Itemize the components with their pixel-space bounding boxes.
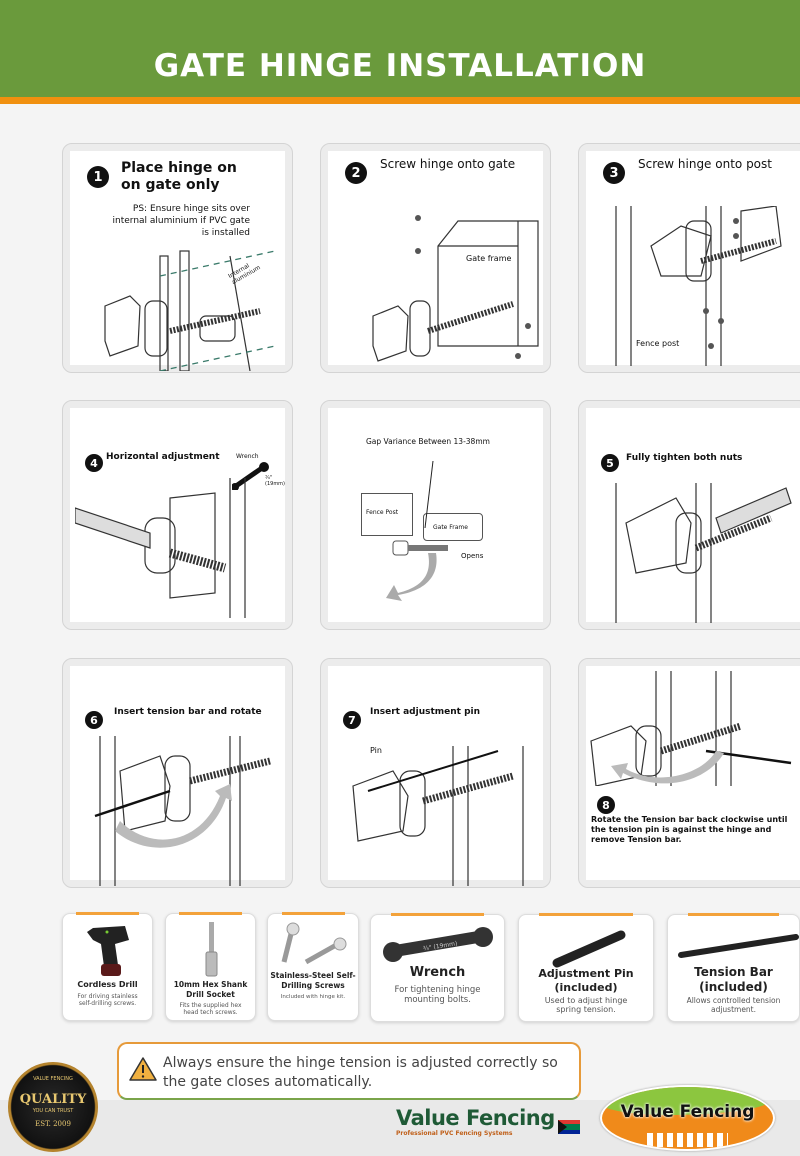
pin-label: Pin (370, 746, 382, 755)
gate-frame-label: Gate Frame (433, 524, 468, 531)
tool-name: Adjustment Pin (included) (538, 967, 634, 994)
hinge-illustration (372, 215, 539, 362)
hinge-illustration (615, 483, 792, 623)
header-banner: GATE HINGE INSTALLATION (0, 0, 800, 97)
step-title: Fully tighten both nuts (626, 453, 743, 463)
quality-badge: VALUE FENCING QUALITY YOU CAN TRUST EST.… (8, 1062, 98, 1152)
tool-name: Cordless Drill (77, 980, 138, 989)
hinge-illustration (75, 478, 246, 618)
tool-desc: For driving stainless self-drilling scre… (77, 993, 138, 1007)
opens-label: Opens (461, 552, 484, 560)
step-note: PS: Ensure hinge sits over internal alum… (112, 204, 250, 238)
wrench-size: ¾" (19mm) (265, 475, 286, 487)
hinge-illustration (590, 671, 792, 786)
gap-arrow-illustration (386, 460, 448, 601)
tool-card-wrench: ¾" (19mm) Wrench For tightening hinge mo… (370, 913, 505, 1022)
value-fencing-oval-logo: Value Fencing (600, 1085, 775, 1151)
fence-post-label: Fence Post (366, 509, 399, 516)
step-card-3: 3 Screw hinge onto post Fence post (578, 143, 800, 373)
south-africa-flag-icon (558, 1120, 580, 1134)
logo-tagline: Professional PVC Fencing Systems (396, 1130, 513, 1137)
tool-desc: Used to adjust hinge spring tension. (544, 996, 628, 1014)
logo2-name: Value Fencing (620, 1102, 755, 1122)
pin-icon (552, 930, 626, 968)
tool-name: 10mm Hex Shank Drill Socket (173, 980, 248, 999)
step-number: 8 (597, 796, 615, 814)
step-card-2: 2 Screw hinge onto gate Gate frame (320, 143, 551, 373)
gate-frame-box: Gate Frame (423, 513, 483, 541)
logo-name: Value Fencing (396, 1106, 555, 1130)
wrench-icon: ¾" (19mm) (383, 927, 493, 962)
hinge-illustration (352, 746, 524, 886)
badge-sub-text: YOU CAN TRUST (32, 1108, 74, 1114)
warning-text: Always ensure the hinge tension is adjus… (163, 1055, 558, 1090)
badge-est-text: EST. 2009 (35, 1120, 71, 1128)
step-number: 1 (87, 166, 109, 188)
value-fencing-logo: Value Fencing Professional PVC Fencing S… (396, 1106, 580, 1137)
tool-name: Stainless-Steel Self-Drilling Screws (270, 971, 356, 990)
step-number: 4 (85, 454, 103, 472)
tension-bar-icon (678, 934, 799, 958)
gap-variance-card: Gap Variance Between 13-38mm Fence Post … (320, 400, 551, 630)
illustration-label: Gate frame (466, 254, 512, 263)
gap-variance-label: Gap Variance Between 13-38mm (366, 437, 490, 446)
step-card-6: 6 Insert tension bar and rotate (62, 658, 293, 888)
hinge-illustration (94, 736, 271, 886)
tool-name: Tension Bar (included) (694, 965, 773, 994)
illustration-label: Fence post (636, 339, 680, 348)
badge-main-text: QUALITY (19, 1092, 87, 1107)
step-number: 6 (85, 711, 103, 729)
screws-icon (281, 922, 347, 965)
badge-top-text: VALUE FENCING (33, 1076, 73, 1082)
step-title: Screw hinge onto gate (380, 157, 516, 171)
tool-card-tension-bar: Tension Bar (included) Allows controlled… (667, 913, 800, 1022)
wrench-label: Wrench (236, 453, 259, 460)
wrench-icon (232, 462, 269, 490)
tool-card-adjustment-pin: Adjustment Pin (included) Used to adjust… (518, 913, 654, 1022)
hinge-illustration (104, 250, 276, 371)
step-title: Screw hinge onto post (638, 157, 772, 171)
step-card-7: 7 Insert adjustment pin Pin (320, 658, 551, 888)
step-number: 7 (343, 711, 361, 729)
tool-card-screws: Stainless-Steel Self-Drilling Screws Inc… (267, 912, 359, 1021)
step-number: 2 (345, 162, 367, 184)
step-title: Rotate the Tension bar back clockwise un… (591, 815, 788, 844)
step-number: 5 (601, 454, 619, 472)
page-title: GATE HINGE INSTALLATION (153, 47, 647, 84)
tool-desc: For tightening hinge mounting bolts. (394, 985, 481, 1005)
step-title: Horizontal adjustment (106, 452, 220, 462)
tool-name: Wrench (409, 965, 466, 980)
warning-box: Always ensure the hinge tension is adjus… (117, 1042, 581, 1100)
warning-triangle-icon (129, 1057, 157, 1081)
hinge-illustration (615, 206, 782, 366)
orange-stripe (0, 97, 800, 104)
step-title: Place hinge on on gate only (121, 160, 237, 193)
fence-post-box: Fence Post (361, 493, 413, 536)
step-title: Insert tension bar and rotate (114, 707, 262, 717)
tool-card-socket: 10mm Hex Shank Drill Socket Fits the sup… (165, 912, 256, 1021)
step-number: 3 (603, 162, 625, 184)
step-card-1: 1 Place hinge on on gate only PS: Ensure… (62, 143, 293, 373)
step-card-8: 8 Rotate the Tension bar back clockwise … (578, 658, 800, 888)
tool-desc: Allows controlled tension adjustment. (686, 996, 781, 1014)
tool-desc: Included with hinge kit. (280, 994, 346, 1000)
step-title: Insert adjustment pin (370, 707, 481, 717)
tool-card-drill: Cordless Drill For driving stainless sel… (62, 912, 153, 1021)
socket-icon (205, 922, 218, 977)
tool-desc: Fits the supplied hex head tech screws. (179, 1002, 242, 1016)
step-card-4: 4 Horizontal adjustment Wrench ¾" (19mm) (62, 400, 293, 630)
step-card-5: 5 Fully tighten both nuts (578, 400, 800, 630)
drill-icon (87, 926, 129, 976)
